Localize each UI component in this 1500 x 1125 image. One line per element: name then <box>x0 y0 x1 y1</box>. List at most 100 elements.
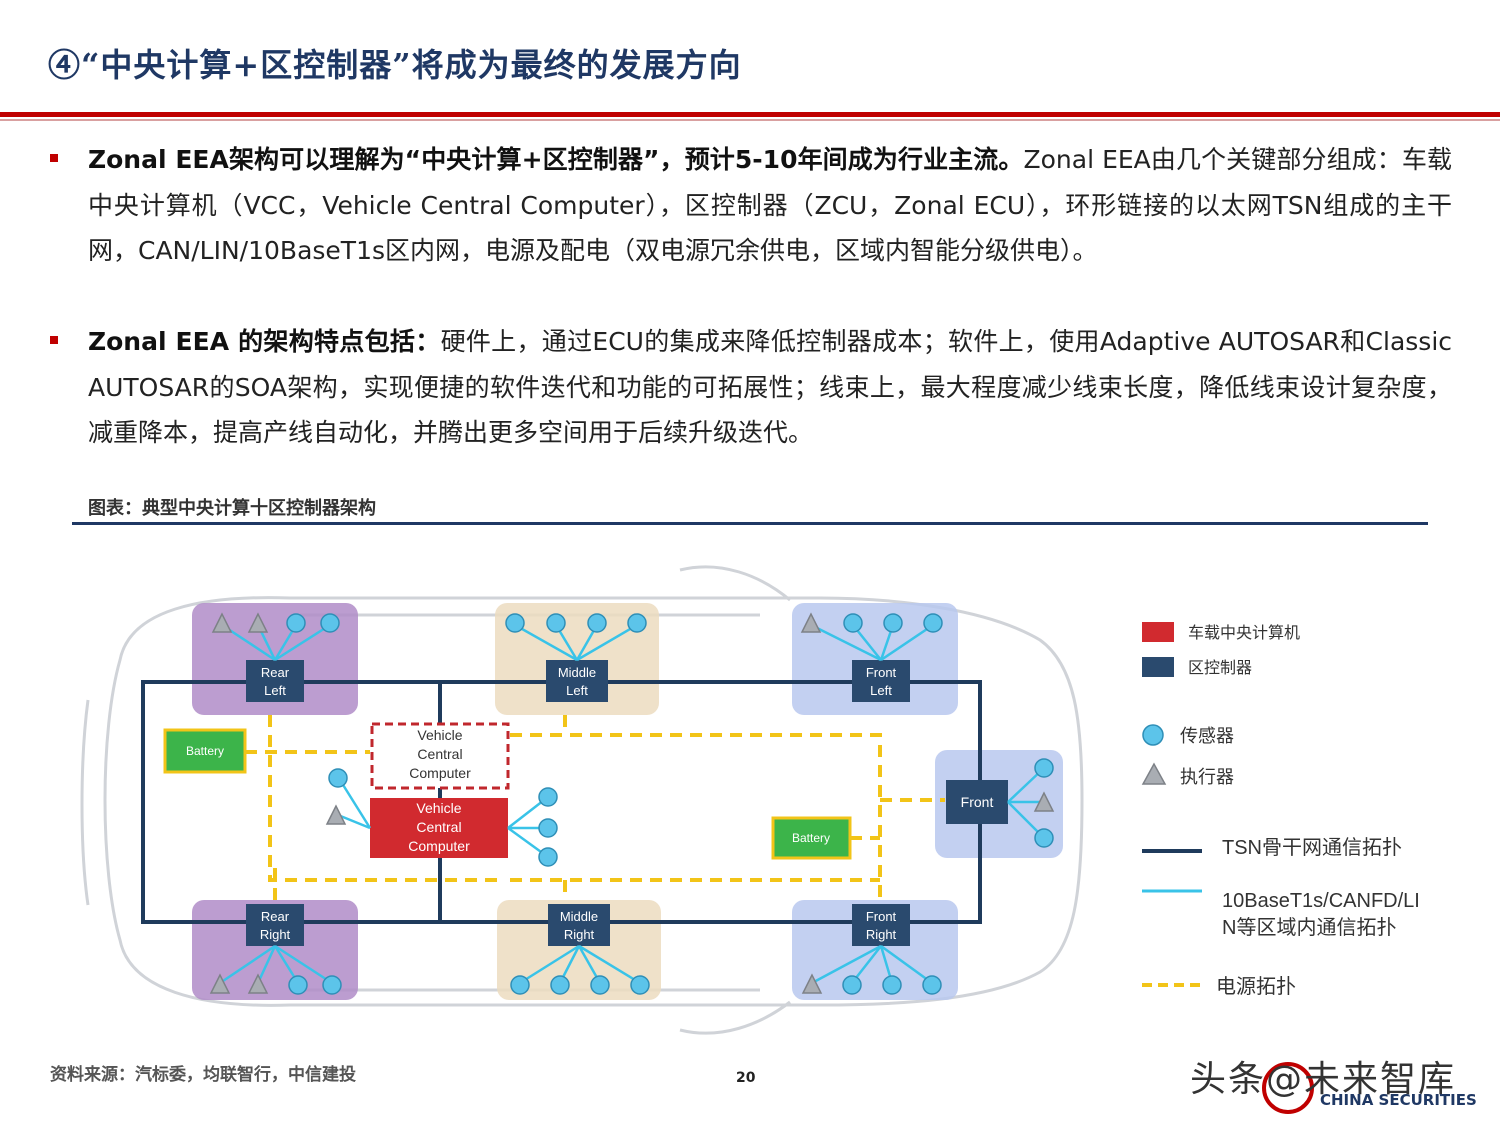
vcc-label: Central <box>416 819 461 835</box>
bullet-bold: Zonal EEA架构可以理解为“中央计算+区控制器”，预计5-10年间成为行业… <box>88 145 1024 174</box>
sensor-icon <box>882 975 902 995</box>
watermark: 头条@未来智库 <box>1190 1059 1457 1100</box>
bullet-item: Zonal EEA 的架构特点包括：硬件上，通过ECU的集成来降低控制器成本；软… <box>50 319 1452 456</box>
sensors <box>286 613 1054 995</box>
battery-label: Battery <box>792 831 830 845</box>
actuator-icon <box>1033 791 1055 812</box>
zcu-rear-left <box>246 660 304 702</box>
brand-logo <box>1262 1062 1314 1114</box>
sensor-icon <box>883 613 903 633</box>
sensor-icon <box>546 613 566 633</box>
figure-rule <box>72 522 1428 525</box>
vcc-label: Vehicle <box>416 800 461 816</box>
zone-backgrounds <box>192 603 1063 1000</box>
sensor-icon <box>590 975 610 995</box>
bullet-item: Zonal EEA架构可以理解为“中央计算+区控制器”，预计5-10年间成为行业… <box>50 137 1452 274</box>
actuators <box>209 612 1055 994</box>
sensor-icon <box>1034 758 1054 778</box>
bullet-text: Zonal EEA 的架构特点包括：硬件上，通过ECU的集成来降低控制器成本；软… <box>88 319 1452 456</box>
zcu-label: Rear <box>261 909 290 924</box>
bullet-body: 硬件上，通过ECU的集成来降低控制器成本；软件上，使用Adaptive AUTO… <box>88 327 1453 447</box>
zone-controller-boxes <box>246 660 1008 946</box>
zcu-middle-left <box>546 660 608 702</box>
legend-zcu-swatch <box>1142 657 1174 677</box>
actuator-icon <box>800 612 822 633</box>
zcu-label: Right <box>564 927 595 942</box>
zcu-label: Right <box>260 927 291 942</box>
sensor-icon <box>630 975 650 995</box>
zcu-label: Left <box>566 683 588 698</box>
bullet-body: Zonal EEA由几个关键部分组成：车载中央计算机（VCC，Vehicle C… <box>88 145 1452 265</box>
sensor-icon <box>322 975 342 995</box>
actuator-icon <box>211 612 233 633</box>
legend-power-label: 电源拓扑 <box>1216 975 1296 998</box>
actuator-icon <box>801 973 823 994</box>
sensor-icon <box>923 613 943 633</box>
sensor-icon <box>288 975 308 995</box>
sensor-icon <box>538 818 558 838</box>
header-rule <box>0 112 1500 117</box>
actuator-icon <box>247 973 269 994</box>
bullet-bold: Zonal EEA 的架构特点包括： <box>88 327 441 356</box>
source-note: 资料来源：汽标委，均联智行，中信建投 <box>50 1065 356 1085</box>
sensor-icon <box>587 613 607 633</box>
sensor-icon <box>505 613 525 633</box>
zcu-front-right <box>852 904 910 946</box>
vcc-backup-label: Computer <box>409 765 471 781</box>
sensor-icon <box>1034 828 1054 848</box>
actuator-icon <box>247 612 269 633</box>
zcu-label: Front <box>961 794 994 810</box>
figure-title: 图表：典型中央计算十区控制器架构 <box>88 498 376 519</box>
zcu-label: Front <box>866 909 897 924</box>
actuator-icon <box>325 804 347 825</box>
battery-label: Battery <box>186 744 224 758</box>
zcu-front-left <box>852 660 910 702</box>
power-topology <box>245 715 945 900</box>
legend-zcu-label: 区控制器 <box>1188 659 1252 677</box>
zcu-label: Middle <box>560 909 598 924</box>
legend-local-label: N等区域内通信拓扑 <box>1222 916 1396 939</box>
vcc-main-box <box>370 798 508 858</box>
vcc-label: Computer <box>408 838 470 854</box>
sensor-icon <box>538 847 558 867</box>
sensor-icon <box>320 613 340 633</box>
middle-right-zone-bg <box>497 900 661 1000</box>
legend-vcc-label: 车载中央计算机 <box>1188 623 1300 642</box>
header-rule-secondary <box>0 119 1500 121</box>
sensor-icon <box>922 975 942 995</box>
bullet-marker <box>50 336 58 344</box>
vcc-backup-label: Central <box>417 746 462 762</box>
sensor-icon <box>328 768 348 788</box>
legend-local-label: 10BaseT1s/CANFD/LI <box>1222 890 1420 912</box>
vcc-backup-box <box>370 722 510 790</box>
legend-tsn-label: TSN骨干网通信拓扑 <box>1222 836 1402 859</box>
brand-name: CHINA SECURITIES <box>1320 1091 1477 1109</box>
bullet-text: Zonal EEA架构可以理解为“中央计算+区控制器”，预计5-10年间成为行业… <box>88 137 1452 274</box>
zcu-front <box>946 780 1008 824</box>
zcu-label: Right <box>866 927 897 942</box>
battery-front <box>771 816 852 860</box>
vcc-backup-label: Vehicle <box>417 727 462 743</box>
front-left-zone-bg <box>792 603 958 715</box>
zcu-label: Left <box>870 683 892 698</box>
zcu-label: Rear <box>261 665 290 680</box>
legend: 车载中央计算机 区控制器 传感器 执行器 TSN骨干网通信拓扑 10BaseT1… <box>1141 622 1420 998</box>
zcu-middle-right <box>548 904 610 946</box>
sensor-icon <box>627 613 647 633</box>
sensor-icon <box>286 613 306 633</box>
battery-rear <box>163 728 247 774</box>
sensor-icon <box>538 787 558 807</box>
zcu-label: Middle <box>558 665 596 680</box>
sensor-icon <box>510 975 530 995</box>
page-number: 20 <box>736 1070 756 1086</box>
legend-sensor-label: 传感器 <box>1180 726 1234 746</box>
sensor-icon <box>842 975 862 995</box>
legend-actuator-icon <box>1141 762 1167 785</box>
zcu-label: Left <box>264 683 286 698</box>
local-links <box>219 623 1045 985</box>
actuator-icon <box>209 973 231 994</box>
legend-sensor-icon <box>1142 724 1164 746</box>
legend-actuator-label: 执行器 <box>1180 767 1234 787</box>
zcu-rear-right <box>246 904 304 946</box>
legend-vcc-swatch <box>1142 622 1174 642</box>
